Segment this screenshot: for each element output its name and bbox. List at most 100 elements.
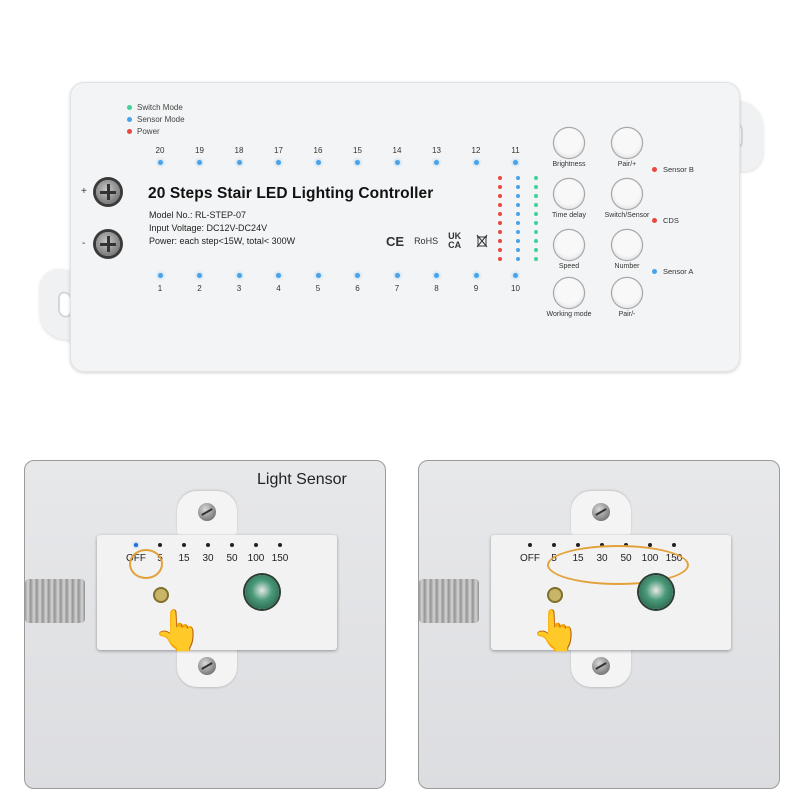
light-sensor-eye-icon <box>639 575 673 609</box>
status-led-icon <box>516 194 520 198</box>
legend-item-sensor-mode: Sensor Mode <box>127 113 185 125</box>
switch-sensor-button-label: Switch/Sensor <box>604 212 650 219</box>
sensor-level-button[interactable] <box>155 589 167 601</box>
pointing-hand-icon: 👆 <box>153 609 203 653</box>
lux-level-led-icon <box>576 543 580 547</box>
switch-mode-indicator-icon <box>127 104 132 110</box>
status-led-icon <box>498 194 502 198</box>
status-led-icon <box>498 230 502 234</box>
time-delay-button[interactable] <box>554 179 584 209</box>
status-led-icon <box>534 230 538 234</box>
status-led-icon <box>534 185 538 189</box>
lux-level-label: 15 <box>178 553 190 564</box>
step-led-icon <box>394 160 400 165</box>
step-led-icon <box>315 160 321 165</box>
input-voltage: Input Voltage: DC12V-DC24V <box>149 223 268 233</box>
ukca-mark: UK CA <box>448 231 462 250</box>
screw-icon <box>198 657 216 675</box>
sensor-mode-indicator-icon <box>127 116 132 122</box>
speed-button[interactable] <box>554 230 584 260</box>
bottom-step-number: 4 <box>276 284 281 293</box>
lux-level-led-icon <box>134 543 138 547</box>
working-mode-button[interactable] <box>554 278 584 308</box>
step-led-icon <box>276 273 281 278</box>
lux-level-label: 100 <box>247 553 265 564</box>
status-led-icon <box>534 257 538 261</box>
bottom-step-number: 7 <box>394 284 400 293</box>
step-led-icon <box>394 273 400 278</box>
status-led-icon <box>516 185 520 189</box>
step-led-icon <box>513 160 518 165</box>
number-button[interactable] <box>612 230 642 260</box>
positive-terminal-screw-icon[interactable] <box>96 180 120 204</box>
power-indicator-icon <box>127 128 132 134</box>
step-led-icon <box>236 273 242 278</box>
cds-led-icon <box>652 218 657 223</box>
lux-level-label: 150 <box>271 553 289 564</box>
status-led-icon <box>534 248 538 252</box>
brightness-button-label: Brightness <box>552 161 586 168</box>
cds-indicator: CDS <box>652 216 679 225</box>
legend-label: Sensor Mode <box>137 114 185 124</box>
step-led-icon <box>473 160 479 165</box>
screw-icon <box>592 503 610 521</box>
bottom-step-number: 5 <box>315 284 321 293</box>
lux-level-label: 30 <box>202 553 214 564</box>
status-led-icon <box>516 221 520 225</box>
pair-minus-button[interactable] <box>612 278 642 308</box>
sensor-a-indicator: Sensor A <box>652 267 693 276</box>
bottom-step-number: 3 <box>236 284 242 293</box>
legend-label: Power <box>137 126 160 136</box>
screw-icon <box>198 503 216 521</box>
lux-level-led-icon <box>648 543 652 547</box>
status-led-icon <box>498 248 502 252</box>
status-led-icon <box>516 203 520 207</box>
negative-terminal-screw-icon[interactable] <box>96 232 120 256</box>
status-led-icon <box>534 203 538 207</box>
led-legend: Switch Mode Sensor Mode Power <box>127 101 185 137</box>
legend-item-power: Power <box>127 125 185 137</box>
sensor-b-label: Sensor B <box>663 165 694 174</box>
brightness-button[interactable] <box>554 128 584 158</box>
step-led-icon <box>355 160 360 165</box>
status-led-icon <box>498 257 502 261</box>
status-led-icon <box>534 239 538 243</box>
rohs-mark: RoHS <box>414 236 439 246</box>
lux-level-led-icon <box>552 543 556 547</box>
lux-level-led-icon <box>278 543 282 547</box>
status-led-icon <box>534 221 538 225</box>
status-led-icon <box>498 203 502 207</box>
product-title: 20 Steps Stair LED Lighting Controller <box>148 185 434 202</box>
sensor-b-led-icon <box>652 167 657 172</box>
pair-plus-button-label: Pair/+ <box>617 161 637 168</box>
mount-tab-top <box>177 491 237 537</box>
step-led-icon <box>473 273 479 278</box>
status-led-icon <box>498 239 502 243</box>
top-step-number: 19 <box>195 146 204 155</box>
top-step-number: 15 <box>353 146 362 155</box>
bottom-step-number: 9 <box>473 284 479 293</box>
sensor-b-indicator: Sensor B <box>652 165 694 174</box>
lux-levels-highlight-oval <box>547 545 689 585</box>
number-button-label: Number <box>614 263 640 270</box>
pair-plus-button[interactable] <box>612 128 642 158</box>
step-led-icon <box>513 273 518 278</box>
top-step-number: 12 <box>471 146 481 155</box>
power-rating: Power: each step<15W, total< 300W <box>149 236 296 246</box>
lux-level-led-icon <box>528 543 532 547</box>
switch-sensor-button[interactable] <box>612 179 642 209</box>
step-led-icon <box>236 160 242 165</box>
status-led-icon <box>516 230 520 234</box>
control-button-grid: Brightness Pair/+ Time delay Switch/Sens… <box>542 128 662 328</box>
lux-level-led-icon <box>254 543 258 547</box>
bottom-step-number: 8 <box>434 284 439 293</box>
sensor-level-button[interactable] <box>549 589 561 601</box>
light-sensor-eye-icon <box>245 575 279 609</box>
lux-level-led-icon <box>230 543 234 547</box>
step-led-icon <box>355 273 360 278</box>
step-led-icon <box>197 160 202 165</box>
step-led-icon <box>315 273 321 278</box>
speed-button-label: Speed <box>558 263 580 270</box>
